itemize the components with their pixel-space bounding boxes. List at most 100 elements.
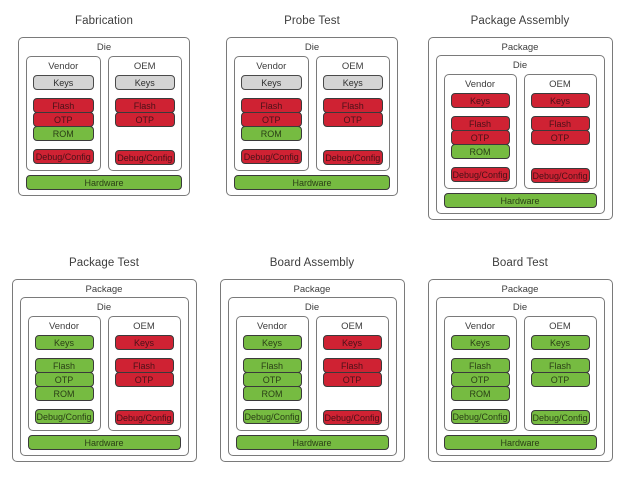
block-debug-config[interactable]: Debug/Config (242, 409, 302, 424)
block-flash[interactable]: Flash (322, 98, 383, 113)
block-flash[interactable]: Flash (450, 116, 510, 131)
block-otp[interactable]: OTP (114, 372, 174, 387)
block-debug-config[interactable]: Debug/Config (114, 150, 175, 165)
block-otp[interactable]: OTP (450, 130, 510, 145)
block-keys[interactable]: Keys (33, 75, 94, 90)
block-otp[interactable]: OTP (33, 112, 94, 127)
block-flash[interactable]: Flash (241, 98, 302, 113)
block-debug-config[interactable]: Debug/Config (241, 149, 302, 164)
spacer (115, 350, 174, 358)
block-otp[interactable]: OTP (450, 372, 510, 387)
spacer (115, 90, 176, 98)
block-rom[interactable]: ROM (450, 144, 510, 159)
block-keys[interactable]: Keys (34, 335, 94, 350)
hardware-row: Hardware (229, 431, 396, 450)
block-debug-config[interactable]: Debug/Config (450, 409, 510, 424)
block-keys[interactable]: Keys (450, 335, 510, 350)
block-keys[interactable]: Keys (114, 335, 174, 350)
block-flash[interactable]: Flash (530, 116, 590, 131)
block-flash[interactable]: Flash (530, 358, 590, 373)
block-keys[interactable]: Keys (322, 75, 383, 90)
column-label: Vendor (464, 79, 496, 90)
block-keys[interactable]: Keys (114, 75, 175, 90)
block-rom[interactable]: ROM (450, 386, 510, 401)
block-otp[interactable]: OTP (241, 112, 302, 127)
block-debug-config[interactable]: Debug/Config (322, 150, 383, 165)
spacer (243, 350, 302, 358)
die-label: Die (96, 302, 112, 313)
block-flash[interactable]: Flash (450, 358, 510, 373)
block-hardware[interactable]: Hardware (27, 435, 181, 450)
block-flash[interactable]: Flash (114, 358, 174, 373)
block-debug-config[interactable]: Debug/Config (34, 409, 94, 424)
block-debug-config[interactable]: Debug/Config (450, 167, 510, 182)
hardware-row: Hardware (227, 171, 397, 190)
block-keys[interactable]: Keys (242, 335, 302, 350)
die-label: Die (304, 42, 320, 53)
spacer (531, 108, 590, 116)
block-debug-config[interactable]: Debug/Config (530, 410, 590, 425)
block-otp[interactable]: OTP (242, 372, 302, 387)
block-flash[interactable]: Flash (322, 358, 382, 373)
block-keys[interactable]: Keys (450, 93, 510, 108)
block-flash[interactable]: Flash (33, 98, 94, 113)
block-debug-config[interactable]: Debug/Config (33, 149, 94, 164)
block-otp[interactable]: OTP (322, 372, 382, 387)
block-debug-config[interactable]: Debug/Config (322, 410, 382, 425)
block-rom[interactable]: ROM (242, 386, 302, 401)
block-hardware[interactable]: Hardware (26, 175, 182, 190)
block-hardware[interactable]: Hardware (443, 193, 597, 208)
panel-title: Board Assembly (269, 257, 355, 269)
block-hardware[interactable]: Hardware (234, 175, 390, 190)
block-hardware[interactable]: Hardware (443, 435, 597, 450)
block-keys[interactable]: Keys (530, 93, 590, 108)
block-otp[interactable]: OTP (322, 112, 383, 127)
block-hardware[interactable]: Hardware (235, 435, 389, 450)
block-keys[interactable]: Keys (241, 75, 302, 90)
block-rom[interactable]: ROM (34, 386, 94, 401)
block-keys[interactable]: Keys (322, 335, 382, 350)
block-debug-config[interactable]: Debug/Config (114, 410, 174, 425)
panel-title: Package Test (68, 257, 140, 269)
block-keys[interactable]: Keys (530, 335, 590, 350)
block-rom[interactable]: ROM (241, 126, 302, 141)
block-debug-config[interactable]: Debug/Config (530, 168, 590, 183)
block-otp[interactable]: OTP (34, 372, 94, 387)
block-flash[interactable]: Flash (34, 358, 94, 373)
block-otp[interactable]: OTP (530, 130, 590, 145)
block-rom[interactable]: ROM (33, 126, 94, 141)
block-flash[interactable]: Flash (242, 358, 302, 373)
block-otp[interactable]: OTP (530, 372, 590, 387)
block-otp[interactable]: OTP (114, 112, 175, 127)
block-flash[interactable]: Flash (114, 98, 175, 113)
